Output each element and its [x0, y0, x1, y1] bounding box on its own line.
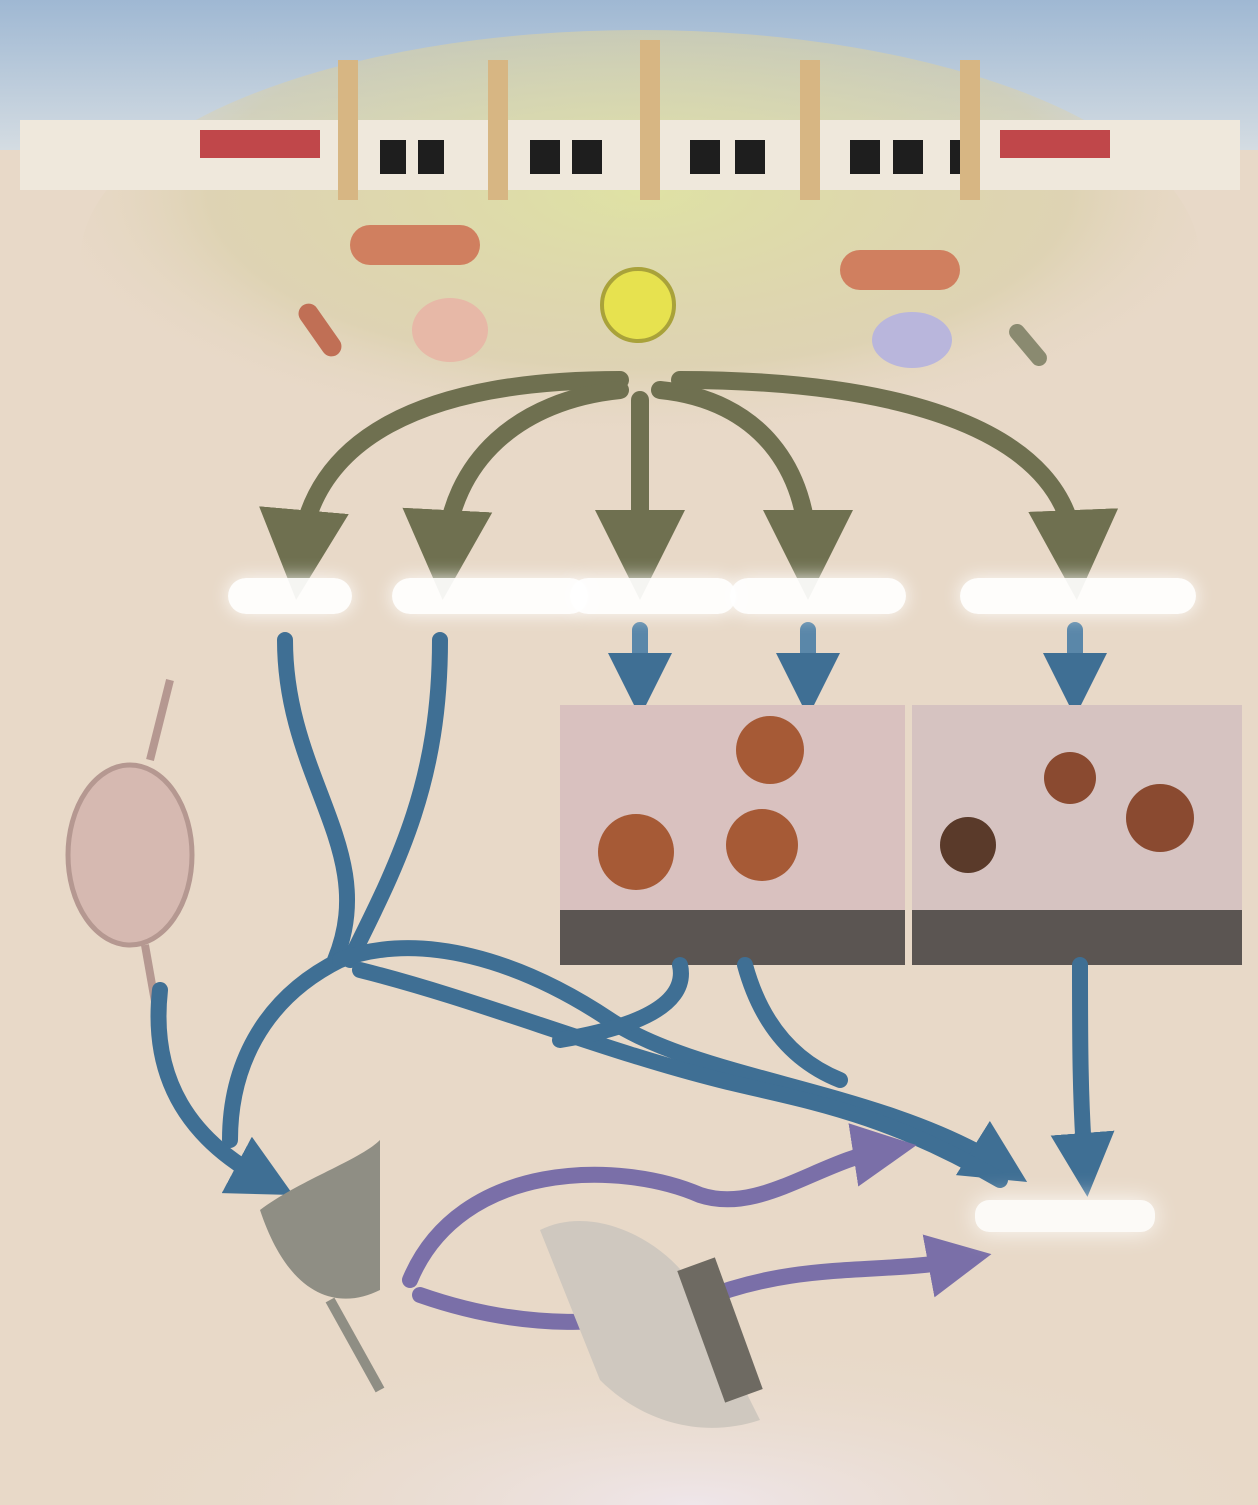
pill-label-2	[392, 578, 588, 614]
bottom-left-cell-label	[285, 1215, 365, 1235]
top-center-label	[600, 400, 720, 420]
red-cell-left	[200, 130, 320, 158]
bottom-right-box-label	[975, 1200, 1155, 1232]
pill-label-5	[960, 578, 1196, 614]
pill-label-4	[730, 578, 906, 614]
panel-right-caption	[912, 918, 1242, 950]
epithelium	[20, 120, 1240, 190]
panel-left-caption	[560, 918, 905, 950]
pill-label-1	[228, 578, 352, 614]
pill-label-3	[570, 578, 736, 614]
red-cell-right	[1000, 130, 1110, 158]
bottom-center-label	[570, 1350, 730, 1370]
